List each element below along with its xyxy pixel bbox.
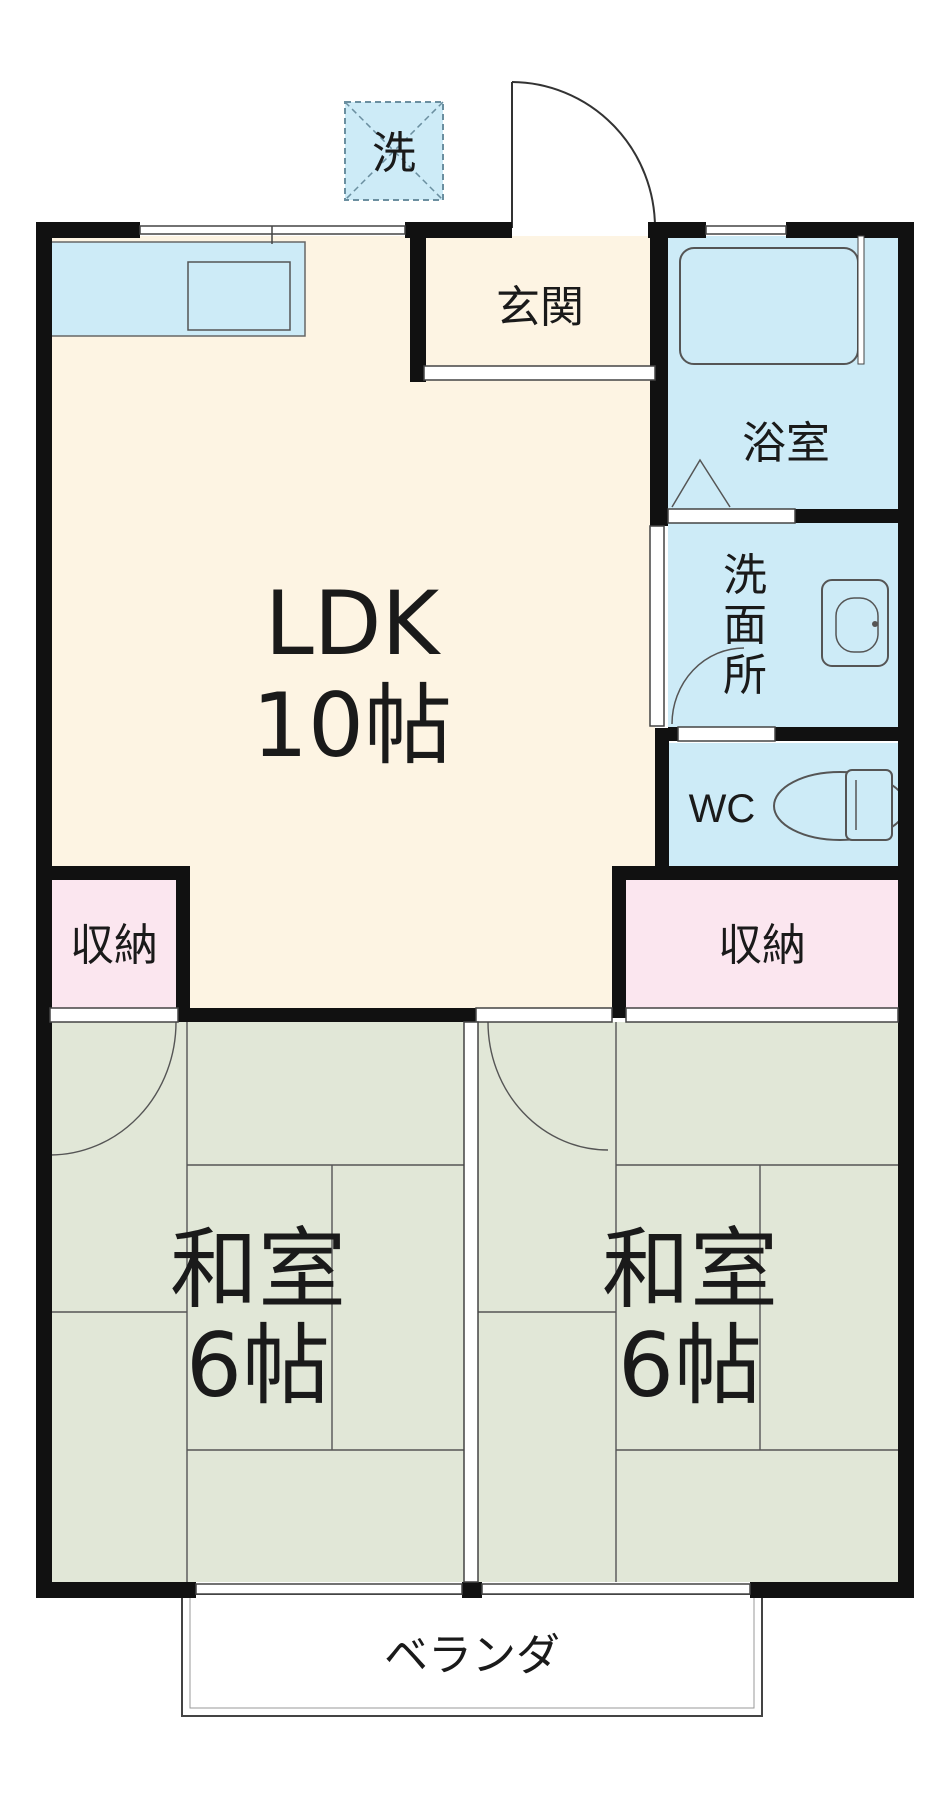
toilet-icon (773, 769, 907, 841)
kitchen-counter (49, 241, 306, 337)
tatami-right-label: 和室 (602, 1218, 778, 1321)
sink-icon (821, 579, 889, 667)
ldk-label: LDK (265, 572, 442, 675)
bathroom-label: 浴室 (742, 418, 830, 469)
tatami-left-mats (49, 1021, 465, 1582)
tatami-left-size-label: 6帖 (186, 1314, 330, 1417)
entrance-floor (424, 236, 655, 380)
bathtub-icon (679, 247, 859, 365)
storage-right-label: 収納 (718, 920, 806, 971)
tatami-right-size-label: 6帖 (618, 1314, 762, 1417)
washroom-label-1: 洗 (723, 550, 767, 601)
storage-right-floor (626, 876, 898, 1010)
bath-door-icon (671, 458, 731, 508)
entrance-label: 玄関 (496, 282, 584, 333)
tatami-left-label: 和室 (170, 1218, 346, 1321)
washer-label: 洗 (372, 128, 416, 179)
thin-lines (49, 225, 899, 1595)
balcony-label: ベランダ (384, 1630, 560, 1681)
walls (36, 222, 914, 1598)
washer-spot: 洗 (344, 101, 444, 201)
washroom-label-3: 所 (723, 650, 767, 701)
storage-left-label: 収納 (70, 920, 158, 971)
ldk-floor (50, 236, 655, 1010)
tatami-right-mats (478, 1021, 898, 1582)
washroom-label-2: 面 (723, 600, 767, 651)
storage-left-floor (50, 876, 178, 1010)
balcony (181, 1593, 763, 1717)
tatami-right-floor (478, 1022, 898, 1582)
washroom-door-swing (671, 647, 745, 725)
front-door (511, 81, 656, 229)
ldk-size-label: 10帖 (252, 674, 452, 777)
wc-label: WC (689, 787, 756, 831)
tatami-left-floor (50, 1022, 465, 1582)
